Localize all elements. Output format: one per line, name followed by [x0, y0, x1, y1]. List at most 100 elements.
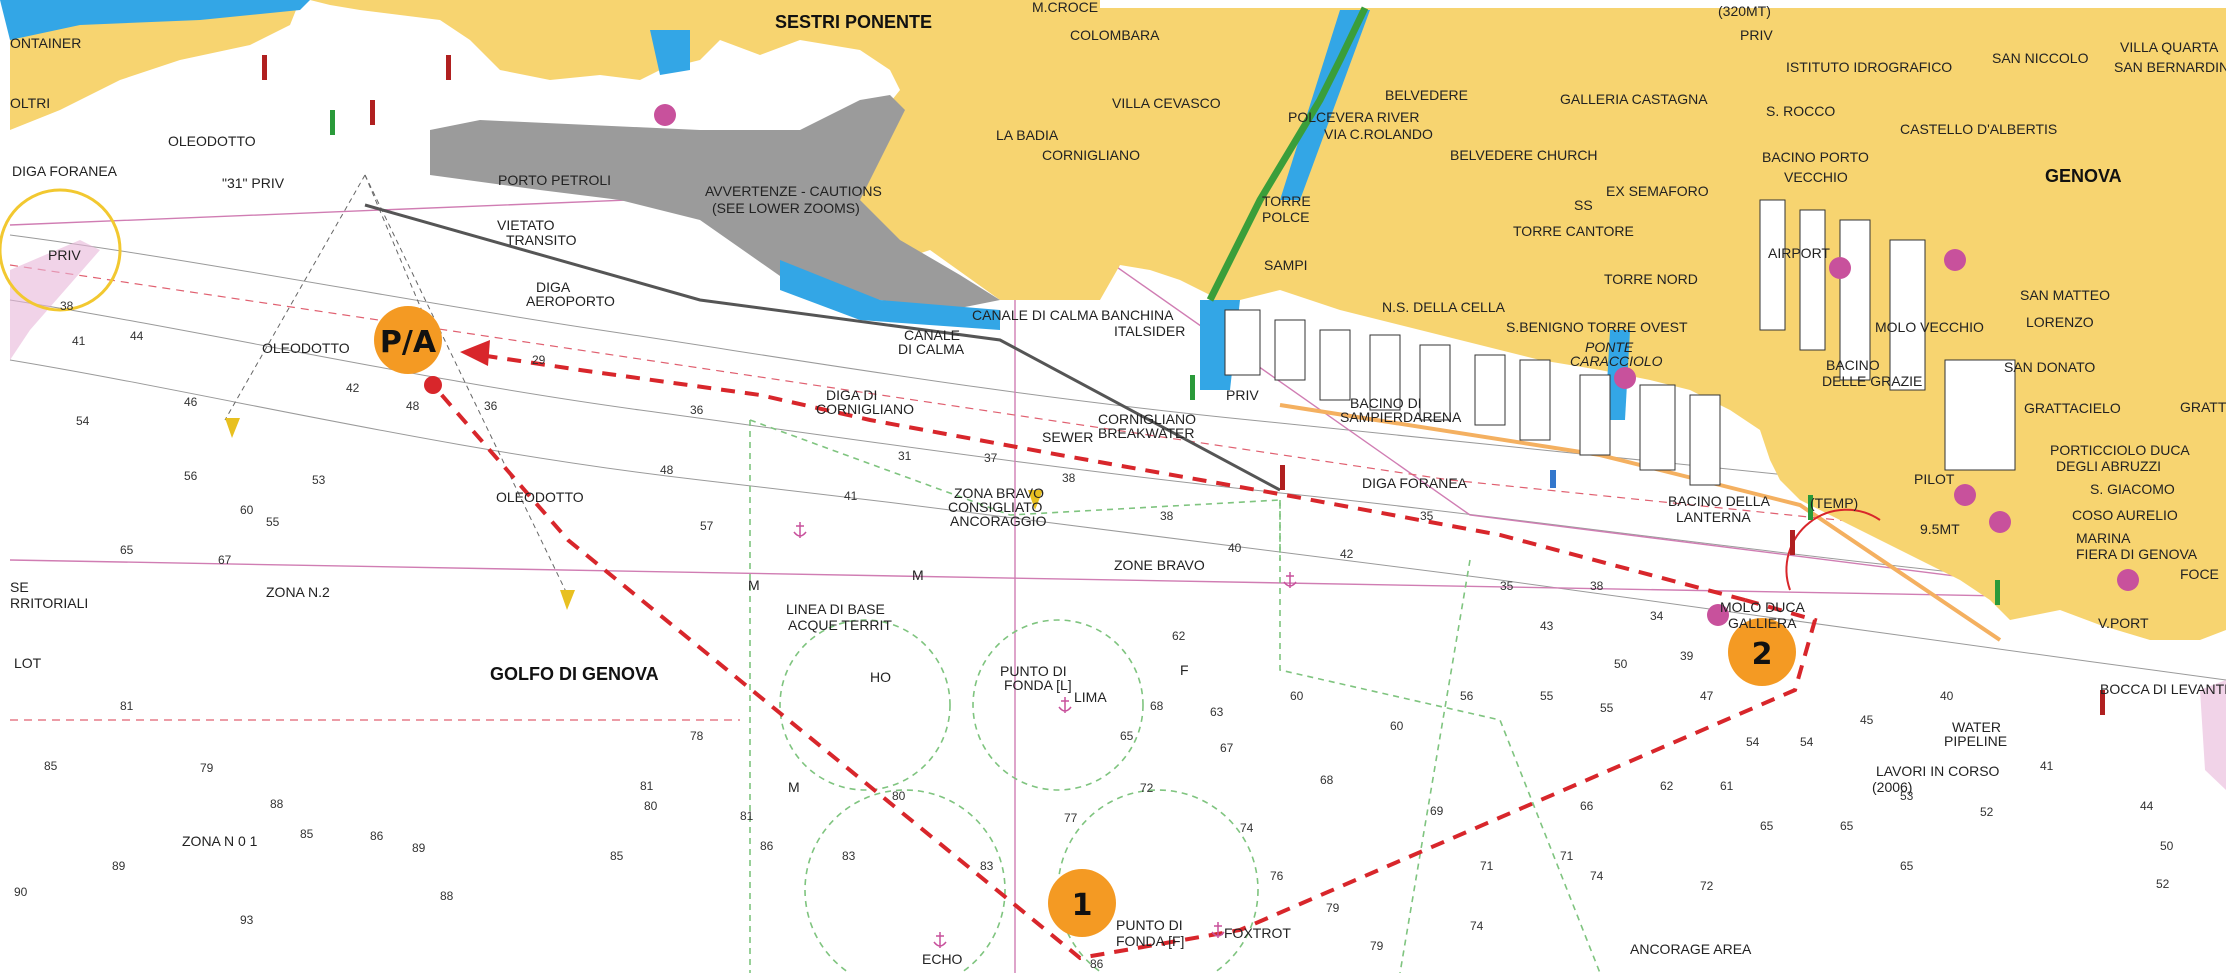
label-punto-fonda-1: PUNTO DI	[1116, 917, 1183, 933]
label-320mt: (320MT)	[1718, 3, 1771, 19]
svg-text:50: 50	[1614, 657, 1628, 671]
label-ho: HO	[870, 669, 891, 685]
lighthouse-icon	[1614, 367, 1636, 389]
svg-text:40: 40	[1940, 689, 1954, 703]
label-pilot: PILOT	[1914, 471, 1955, 487]
label-zona-n2: ZONA N.2	[266, 584, 330, 600]
label-colombara: COLOMBARA	[1070, 27, 1160, 43]
svg-text:36: 36	[690, 403, 704, 417]
label-canale-2: DI CALMA	[898, 341, 965, 357]
svg-text:85: 85	[44, 759, 58, 773]
lighthouse-icon	[654, 104, 676, 126]
svg-text:52: 52	[2156, 877, 2170, 891]
label-ex-semaforo: EX SEMAFORO	[1606, 183, 1709, 199]
label-golfo-di-genova: GOLFO DI GENOVA	[490, 664, 659, 684]
svg-text:77: 77	[1064, 811, 1078, 825]
land-north	[310, 0, 2226, 640]
svg-text:56: 56	[184, 469, 198, 483]
label-zona-bravo-1: ZONA BRAVO	[954, 485, 1044, 501]
svg-text:35: 35	[1500, 579, 1514, 593]
svg-text:54: 54	[1746, 735, 1760, 749]
buoy-icon	[446, 55, 451, 80]
svg-text:38: 38	[1160, 509, 1174, 523]
svg-text:71: 71	[1560, 849, 1574, 863]
svg-text:41: 41	[72, 334, 86, 348]
svg-text:60: 60	[240, 503, 254, 517]
svg-text:85: 85	[610, 849, 624, 863]
svg-text:74: 74	[1590, 869, 1604, 883]
label-cornigliano-bw-2: BREAKWATER	[1098, 425, 1194, 441]
place-labels: SESTRI PONENTE GENOVA GOLFO DI GENOVA PO…	[10, 0, 2226, 967]
label-oltri: OLTRI	[10, 95, 50, 111]
buoy-icon	[330, 110, 335, 135]
lighthouse-icon	[1944, 249, 1966, 271]
svg-text:36: 36	[484, 399, 498, 413]
label-priv-top: PRIV	[1740, 27, 1773, 43]
label-canale-1: CANALE	[904, 327, 960, 343]
label-polcevera-1: POLCEVERA RIVER	[1288, 109, 1420, 125]
label-bacino-lanterna-2: LANTERNA	[1676, 509, 1751, 525]
label-vietato: VIETATO	[497, 217, 555, 233]
label-diga-cornigliano-2: CORNIGLIANO	[816, 401, 914, 417]
svg-text:53: 53	[312, 473, 326, 487]
label-bacino-porto: BACINO PORTO	[1762, 149, 1869, 165]
svg-text:65: 65	[1760, 819, 1774, 833]
label-foxtrot: FOXTROT	[1224, 925, 1291, 941]
svg-text:65: 65	[1840, 819, 1854, 833]
label-airport: AIRPORT	[1768, 245, 1830, 261]
waypoint-pa-marker[interactable]	[374, 306, 442, 374]
svg-text:63: 63	[1210, 705, 1224, 719]
label-caracciolo: CARACCIOLO	[1570, 353, 1663, 369]
svg-text:79: 79	[1326, 901, 1340, 915]
svg-text:54: 54	[76, 414, 90, 428]
label-zone-bravo: ZONE BRAVO	[1114, 557, 1205, 573]
svg-text:41: 41	[2040, 759, 2054, 773]
waypoint-2[interactable]: 2	[1728, 618, 1796, 686]
svg-text:37: 37	[984, 451, 998, 465]
label-porticciolo-2: DEGLI ABRUZZI	[2056, 458, 2161, 474]
label-vport: V.PORT	[2098, 615, 2149, 631]
buoy-icon	[1790, 530, 1795, 555]
label-grattacielo: GRATTACIELO	[2024, 400, 2121, 416]
waypoint-pa[interactable]: P/A	[374, 306, 442, 374]
anchor-icon	[1211, 922, 1225, 938]
svg-text:47: 47	[1700, 689, 1714, 703]
label-aeroporto: AEROPORTO	[526, 293, 615, 309]
label-diga-foranea-east: DIGA FORANEA	[1362, 475, 1468, 491]
svg-text:38: 38	[1062, 471, 1076, 485]
buoy-icon	[370, 100, 375, 125]
label-sampi: SAMPI	[1264, 257, 1308, 273]
svg-text:60: 60	[1390, 719, 1404, 733]
label-avvertenze-2: (SEE LOWER ZOOMS)	[712, 200, 860, 216]
route-start-dot	[424, 376, 442, 394]
buoy-icon	[2100, 690, 2105, 715]
lighthouse-icon	[1707, 604, 1729, 626]
land-west	[10, 0, 300, 130]
label-lima: LIMA	[1074, 689, 1107, 705]
label-temp: (TEMP)	[1810, 495, 1858, 511]
label-lavori-1: LAVORI IN CORSO	[1876, 763, 2000, 779]
waypoint-1[interactable]: 1	[1048, 869, 1116, 937]
svg-text:55: 55	[266, 515, 280, 529]
waypoint-2-marker[interactable]	[1728, 618, 1796, 686]
restricted-zone-east	[2200, 680, 2226, 790]
svg-text:42: 42	[346, 381, 360, 395]
label-punto-lima-2: FONDA [L]	[1004, 677, 1072, 693]
label-canale-banchina: CANALE DI CALMA BANCHINA	[972, 307, 1174, 323]
label-torre-nord: TORRE NORD	[1604, 271, 1698, 287]
label-san-bernardino: SAN BERNARDINO	[2114, 59, 2226, 75]
buoy-icon	[262, 55, 267, 80]
label-bocca: BOCCA DI LEVANTE	[2100, 681, 2226, 697]
svg-text:61: 61	[1720, 779, 1734, 793]
label-m-3: M	[788, 779, 800, 795]
svg-text:53: 53	[1900, 789, 1914, 803]
label-bacino-grazie-1: BACINO	[1826, 357, 1880, 373]
label-belvedere: BELVEDERE	[1385, 87, 1468, 103]
svg-text:67: 67	[218, 553, 232, 567]
planned-route	[431, 353, 1818, 961]
label-linea-base-1: LINEA DI BASE	[786, 601, 885, 617]
waypoint-1-marker[interactable]	[1048, 869, 1116, 937]
svg-text:38: 38	[1590, 579, 1604, 593]
light-sector-red	[1785, 508, 1881, 591]
